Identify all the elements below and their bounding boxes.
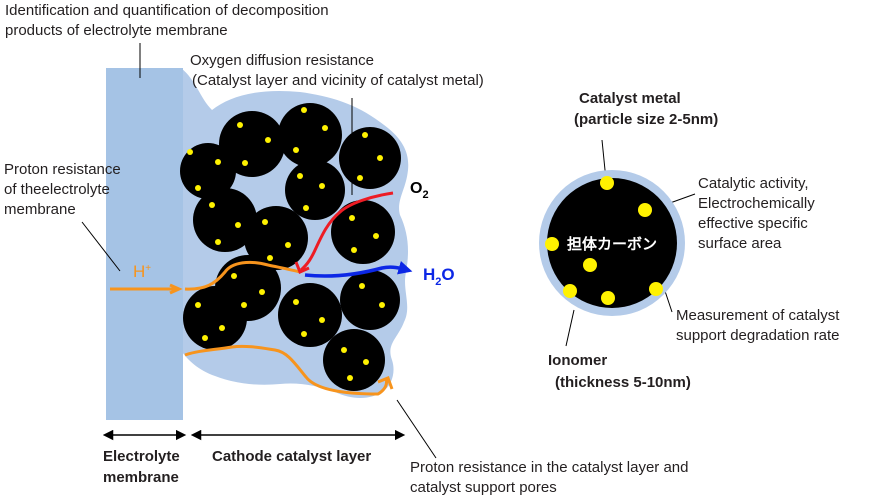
- carbon-support-label: 担体カーボン: [567, 235, 657, 253]
- catalyst-particle-detail: [539, 170, 685, 316]
- platinum-particle: [545, 237, 559, 251]
- ionomer-line-2: (thickness 5-10nm): [555, 374, 691, 391]
- oxygen-resistance-line-1: Oxygen diffusion resistance: [190, 52, 374, 69]
- platinum-particle: [601, 291, 615, 305]
- ionomer-line-1: Ionomer: [548, 352, 607, 369]
- proton-membrane-line-3: membrane: [4, 201, 76, 218]
- electrolyte-membrane: [106, 68, 183, 420]
- carbon-particle: [331, 200, 395, 264]
- platinum-particle: [649, 282, 663, 296]
- carbon-particle: [219, 111, 285, 177]
- proton-membrane-line-1: Proton resistance: [4, 161, 121, 178]
- oxygen-arrow: [300, 191, 394, 272]
- catalyst-metal-line-2: (particle size 2-5nm): [574, 111, 718, 128]
- carbon-particle: [339, 127, 401, 189]
- carbon-particle: [183, 286, 247, 350]
- measurement-line-1: Measurement of catalyst: [676, 307, 840, 324]
- platinum-particle: [638, 203, 652, 217]
- proton-catalyst-line-1: Proton resistance in the catalyst layer …: [410, 459, 688, 476]
- leader-ionomer: [565, 309, 575, 347]
- carbon-particle: [278, 103, 342, 167]
- platinum-particle: [583, 258, 597, 272]
- water-arrow: [304, 260, 413, 278]
- oxygen-resistance-line-2: (Catalyst layer and vicinity of catalyst…: [192, 72, 484, 89]
- catalytic-activity-line-4: surface area: [698, 235, 782, 252]
- proton-path-lower: [184, 344, 389, 396]
- measurement-line-2: support degradation rate: [676, 327, 839, 344]
- proton-membrane-arrow: [110, 283, 183, 295]
- carbon-particle: [285, 160, 345, 220]
- o2-label: O2: [410, 180, 429, 201]
- proton-path-head: [377, 376, 394, 390]
- carbon-particle: [244, 206, 308, 270]
- proton-catalyst-line-2: catalyst support pores: [410, 479, 557, 496]
- oxygen-arrow-head: [294, 261, 310, 275]
- carbon-particle: [323, 329, 385, 391]
- catalyst-particles: [180, 103, 401, 391]
- electrolyte-label-line-2: membrane: [103, 469, 179, 486]
- h-plus-label: H+: [133, 262, 151, 281]
- title-line-2: products of electrolyte membrane: [5, 22, 228, 39]
- catalytic-activity-line-1: Catalytic activity,: [698, 175, 809, 192]
- proton-membrane-line-2: of theelectrolyte: [4, 181, 110, 198]
- h2o-label: H2O: [423, 265, 455, 288]
- catalytic-activity-line-3: effective specific: [698, 215, 808, 232]
- catalyst-metal-line-1: Catalyst metal: [579, 90, 681, 107]
- electrolyte-label-line-1: Electrolyte: [103, 448, 180, 465]
- platinum-particle: [600, 176, 614, 190]
- proton-path-upper: [184, 260, 301, 291]
- platinum-particle: [563, 284, 577, 298]
- leader-proton-catalyst: [396, 399, 437, 459]
- title-line-1: Identification and quantification of dec…: [5, 2, 329, 19]
- leader-proton-membrane: [81, 221, 121, 272]
- carbon-particle: [193, 188, 257, 252]
- catalytic-activity-line-2: Electrochemically: [698, 195, 815, 212]
- carbon-particle: [278, 283, 342, 347]
- cathode-label: Cathode catalyst layer: [212, 448, 371, 465]
- carbon-particle: [340, 270, 400, 330]
